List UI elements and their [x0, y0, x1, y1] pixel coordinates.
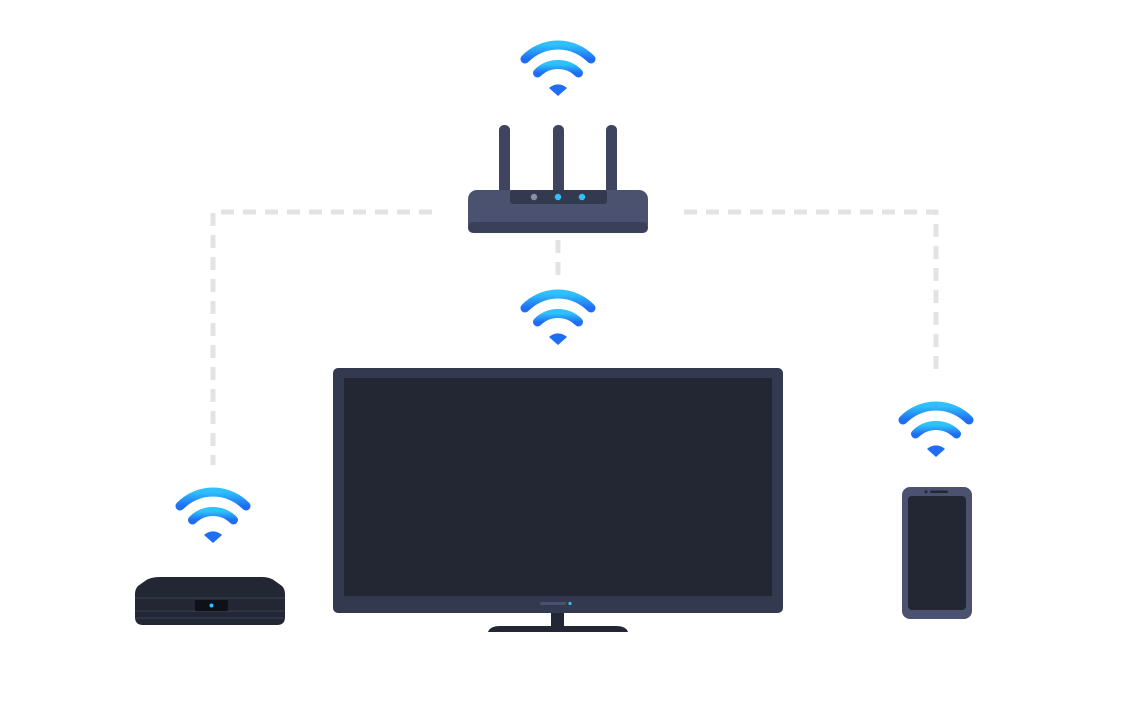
wifi-icon — [903, 406, 969, 457]
streaming-box — [135, 577, 285, 625]
smart-tv — [333, 368, 783, 632]
box-status-led — [209, 603, 214, 608]
connector-router-set-top-box — [210, 209, 432, 465]
router-antenna-center — [553, 125, 564, 197]
tv-stand-base — [488, 626, 628, 632]
connector-router-phone — [684, 209, 939, 375]
router-antenna-right — [606, 125, 617, 197]
router-node — [468, 45, 648, 233]
set-top-box-node — [135, 492, 285, 625]
tv-power-led — [568, 601, 572, 606]
tv-node — [333, 294, 783, 632]
router-led-active — [578, 193, 586, 201]
phone-screen — [908, 496, 966, 610]
router-base — [468, 222, 648, 233]
router-led-idle — [530, 193, 538, 201]
phone-node — [902, 406, 972, 619]
wifi-icon — [525, 45, 591, 96]
smartphone — [902, 487, 972, 619]
phone-speaker — [930, 490, 948, 493]
wifi-icon — [180, 492, 246, 543]
router-led-active — [554, 193, 562, 201]
tv-brand-mark — [540, 602, 566, 605]
router-antenna-left — [499, 125, 510, 197]
connection-lines — [210, 209, 939, 465]
wifi-icon — [525, 294, 591, 345]
phone-camera — [924, 490, 928, 494]
router — [468, 125, 648, 233]
tv-stand-neck — [551, 613, 564, 628]
tv-screen — [344, 378, 772, 596]
